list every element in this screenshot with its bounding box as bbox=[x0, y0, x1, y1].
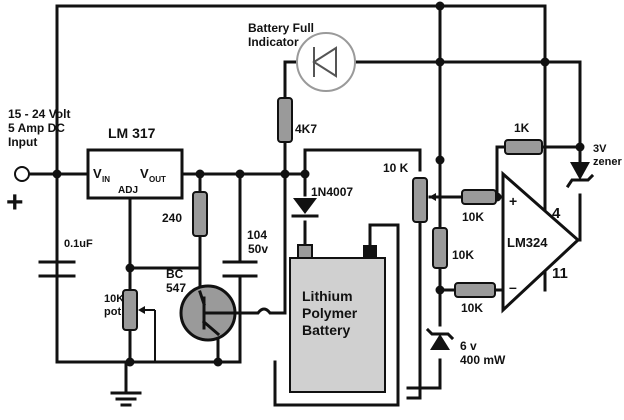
capacitor-0.1uf: 0.1uF bbox=[38, 238, 93, 278]
svg-text:10K: 10K bbox=[461, 301, 483, 315]
svg-text:104: 104 bbox=[247, 228, 267, 242]
svg-text:11: 11 bbox=[552, 265, 568, 282]
svg-text:3V: 3V bbox=[593, 143, 607, 155]
svg-text:50v: 50v bbox=[248, 242, 268, 256]
svg-text:1N4007: 1N4007 bbox=[311, 185, 353, 199]
resistor-10k-c: 10K bbox=[454, 282, 496, 315]
svg-text:Input: Input bbox=[8, 135, 37, 149]
pot-10k-right: 10 K bbox=[383, 161, 436, 223]
svg-text:4: 4 bbox=[552, 205, 561, 222]
diode-1n4007: 1N4007 bbox=[291, 185, 353, 218]
lithium-polymer-battery: Lithium Polymer Battery bbox=[289, 244, 386, 393]
input-label: 15 - 24 Volt 5 Amp DC Input bbox=[8, 107, 70, 149]
svg-text:Lithium: Lithium bbox=[302, 288, 353, 304]
junctions bbox=[52, 1, 585, 367]
svg-text:1K: 1K bbox=[514, 121, 530, 135]
svg-text:400 mW: 400 mW bbox=[460, 353, 506, 367]
svg-text:Polymer: Polymer bbox=[302, 305, 358, 321]
input-terminal bbox=[14, 166, 30, 182]
svg-text:LM 317: LM 317 bbox=[108, 125, 156, 141]
svg-text:+: + bbox=[509, 193, 517, 209]
svg-text:IN: IN bbox=[102, 175, 110, 184]
svg-text:5 Amp DC: 5 Amp DC bbox=[8, 121, 65, 135]
svg-text:Battery: Battery bbox=[302, 322, 350, 338]
plus-sign: + bbox=[6, 186, 24, 219]
svg-text:Battery Full: Battery Full bbox=[248, 21, 314, 35]
lm317-regulator: LM 317 V IN V OUT ADJ bbox=[86, 125, 184, 200]
resistor-1k: 1K bbox=[504, 121, 543, 155]
svg-text:547: 547 bbox=[166, 281, 186, 295]
svg-text:ADJ: ADJ bbox=[118, 185, 138, 196]
resistor-10k-b: 10K bbox=[432, 227, 474, 269]
svg-text:15 - 24 Volt: 15 - 24 Volt bbox=[8, 107, 70, 121]
ground-icon bbox=[110, 391, 142, 407]
svg-text:10K: 10K bbox=[452, 248, 474, 262]
battery-full-led: Battery Full Indicator bbox=[248, 21, 356, 92]
resistor-4k7: 4K7 bbox=[277, 97, 317, 143]
zener-3v: 3V zener bbox=[565, 143, 622, 189]
resistor-10k-a: 10K bbox=[461, 189, 497, 224]
zener-6v: 6 v 400 mW bbox=[425, 327, 506, 367]
svg-text:LM324: LM324 bbox=[507, 235, 548, 250]
svg-text:V: V bbox=[140, 166, 149, 181]
svg-text:10K: 10K bbox=[462, 210, 484, 224]
svg-text:V: V bbox=[93, 166, 102, 181]
svg-text:pot: pot bbox=[104, 306, 121, 318]
svg-text:10 K: 10 K bbox=[383, 161, 409, 175]
svg-text:240: 240 bbox=[162, 211, 182, 225]
svg-text:4K7: 4K7 bbox=[295, 122, 317, 136]
svg-text:zener: zener bbox=[593, 156, 622, 168]
svg-text:6 v: 6 v bbox=[460, 339, 477, 353]
capacitor-104: 104 50v bbox=[222, 228, 268, 278]
svg-text:0.1uF: 0.1uF bbox=[64, 238, 93, 250]
svg-text:BC: BC bbox=[166, 267, 184, 281]
svg-text:OUT: OUT bbox=[149, 175, 166, 184]
svg-text:Indicator: Indicator bbox=[248, 35, 299, 49]
lm324-opamp: LM324 + – 4 11 bbox=[501, 170, 581, 314]
svg-text:10K: 10K bbox=[104, 293, 124, 305]
pot-10k: 10K pot bbox=[104, 289, 156, 362]
resistor-240: 240 bbox=[162, 191, 208, 237]
transistor-bc547: BC 547 bbox=[166, 267, 238, 342]
svg-text:–: – bbox=[509, 279, 517, 295]
